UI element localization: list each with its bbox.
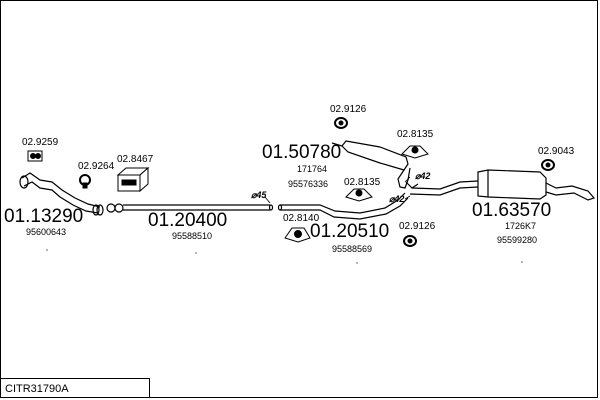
middle-pipe-joint bbox=[106, 203, 116, 213]
front-pipe-oe: 95600643 bbox=[26, 227, 67, 237]
diameter-42-top-label: ⌀42 bbox=[415, 171, 431, 181]
connecting-pipe-oe: 95588569 bbox=[332, 244, 373, 254]
rubber-mount-icon bbox=[401, 145, 429, 159]
mounting-kit-icon bbox=[116, 166, 150, 193]
reference-code: CITR31790A bbox=[5, 383, 69, 395]
diameter-42-mid-label: ⌀42 bbox=[389, 194, 405, 204]
middle-pipe-shape bbox=[123, 204, 270, 211]
middle-pipe-number: 01.20400 bbox=[148, 210, 228, 231]
rear-silencer-oe: 95599280 bbox=[497, 235, 538, 245]
mounting-kit-code: 02.8467 bbox=[117, 154, 154, 165]
middle-silencer-number: 01.50780 bbox=[262, 142, 342, 163]
gasket-front-code: 02.9259 bbox=[22, 137, 59, 148]
rubber-mount-icon bbox=[284, 227, 311, 243]
rear-silencer-number: 01.63570 bbox=[472, 200, 552, 221]
clamp-front-code: 02.9264 bbox=[78, 161, 115, 172]
diameter-45-label: ⌀45 bbox=[251, 190, 267, 200]
rubber-mount-f-code: 02.9043 bbox=[538, 146, 575, 157]
middle-silencer-oe: 95576336 bbox=[288, 179, 329, 189]
middle-silencer-alt: 171764 bbox=[297, 164, 328, 174]
front-pipe-shape bbox=[21, 172, 101, 208]
gasket-icon bbox=[27, 150, 43, 162]
rear-pipe-shape bbox=[411, 180, 479, 190]
rubber-mount-icon bbox=[334, 117, 348, 129]
middle-silencer-shape bbox=[341, 140, 409, 171]
rubber-mount-e-code: 02.9126 bbox=[399, 221, 436, 232]
clamp-icon bbox=[79, 174, 91, 189]
rear-silencer-alt: 1726K7 bbox=[505, 221, 537, 231]
front-pipe-number: 01.13290 bbox=[4, 206, 84, 227]
connecting-pipe-number: 01.20510 bbox=[310, 221, 390, 242]
connecting-pipe-shape bbox=[280, 192, 406, 214]
rubber-mount-a-code: 02.9126 bbox=[330, 104, 367, 115]
reference-box: CITR31790A bbox=[0, 378, 150, 398]
rubber-mount-icon bbox=[345, 188, 373, 202]
front-pipe-flange bbox=[19, 175, 29, 189]
rubber-mount-b-code: 02.8135 bbox=[397, 129, 434, 140]
rubber-mount-d-code: 02.8140 bbox=[283, 213, 320, 224]
rubber-mount-icon bbox=[403, 235, 417, 247]
rear-silencer-shape bbox=[477, 169, 547, 200]
middle-pipe-oe: 95588510 bbox=[172, 231, 213, 241]
rubber-mount-c-code: 02.8135 bbox=[344, 177, 381, 188]
rubber-mount-icon bbox=[541, 159, 555, 171]
